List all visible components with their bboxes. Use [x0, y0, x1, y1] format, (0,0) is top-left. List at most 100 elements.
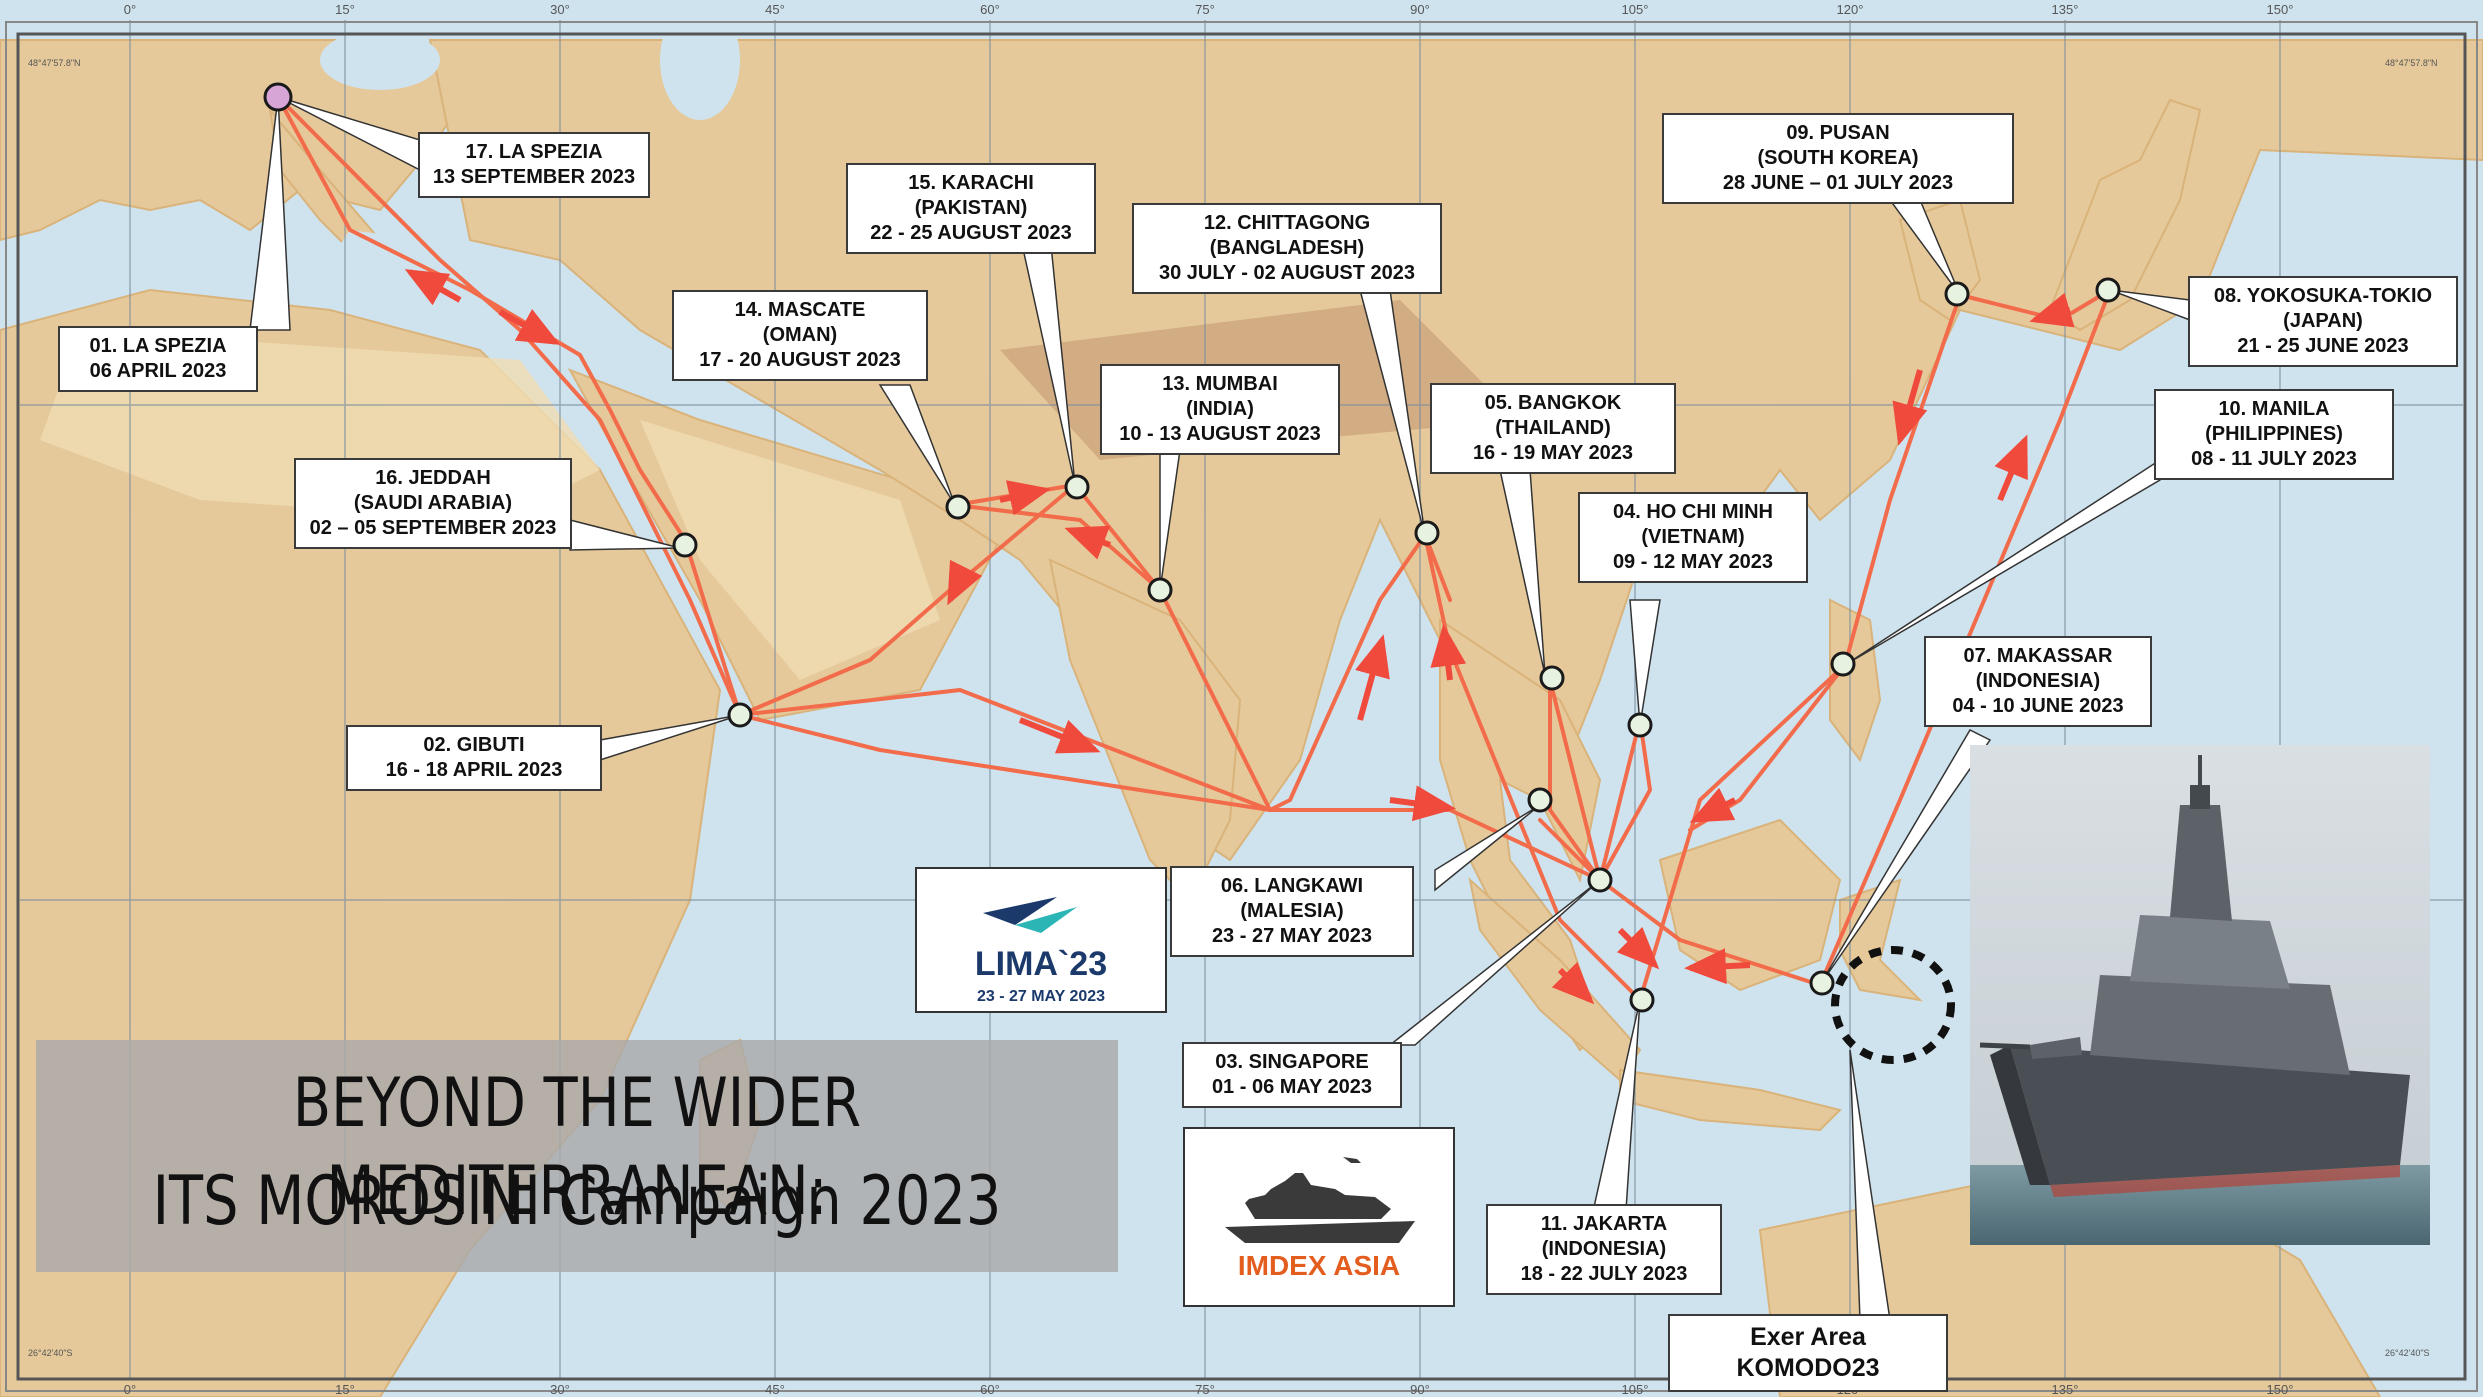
port-marker-makassar	[1809, 970, 1835, 996]
callout-line: 21 - 25 JUNE 2023	[2237, 335, 2409, 357]
callout-la-spezia-end: 17. LA SPEZIA 13 SEPTEMBER 2023	[418, 132, 650, 198]
callout-line: 16 - 18 APRIL 2023	[385, 759, 563, 781]
port-marker-jeddah	[672, 532, 698, 558]
callout-line: (INDONESIA)	[1541, 1238, 1667, 1260]
lon-label: 105°	[1622, 1382, 1649, 1397]
lon-label: 45°	[765, 1382, 785, 1397]
callout-line: (SOUTH KOREA)	[1757, 147, 1919, 169]
callout-line: (MALESIA)	[1240, 900, 1344, 922]
lon-label: 45°	[765, 2, 785, 17]
lon-label: 90°	[1410, 1382, 1430, 1397]
callout-line: 07. MAKASSAR	[1963, 645, 2113, 667]
callout-line: 22 - 25 AUGUST 2023	[870, 222, 1072, 244]
leader-lines	[249, 96, 2191, 1321]
route-arrows	[404, 269, 2075, 1005]
port-marker-singapore	[1587, 867, 1613, 893]
lon-label: 135°	[2052, 1382, 2079, 1397]
imdex-ship-icon: IMDEX ASIA	[1225, 1157, 1415, 1281]
callout-line: (INDIA)	[1186, 398, 1254, 420]
callout-line: 08. YOKOSUKA-TOKIO	[2213, 285, 2433, 307]
callout-line: 09 - 12 MAY 2023	[1612, 551, 1774, 573]
port-marker-mumbai	[1147, 577, 1173, 603]
port-marker-chittagong	[1414, 520, 1440, 546]
callout-jeddah: 16. JEDDAH (SAUDI ARABIA) 02 – 05 SEPTEM…	[294, 458, 572, 549]
campaign-title-line-1: BEYOND THE WIDER MEDITERRANEAN:	[292, 1064, 862, 1231]
callout-line: 01. LA SPEZIA	[89, 335, 227, 357]
imdex-asia-logo: IMDEX ASIA	[1183, 1127, 1455, 1307]
campaign-title-panel: BEYOND THE WIDER MEDITERRANEAN: ITS MORO…	[36, 1040, 1118, 1272]
lon-label: 150°	[2267, 2, 2294, 17]
callout-line: (PAKISTAN)	[914, 197, 1028, 219]
callout-line: 03. SINGAPORE	[1215, 1051, 1369, 1073]
callout-exer-area-komodo: Exer Area KOMODO23	[1668, 1314, 1948, 1392]
callout-line: 18 - 22 JULY 2023	[1520, 1263, 1688, 1285]
callout-line: 04 - 10 JUNE 2023	[1952, 695, 2124, 717]
ship-photo	[1970, 745, 2430, 1245]
lon-label: 0°	[124, 1382, 136, 1397]
port-marker-gibuti	[727, 702, 753, 728]
callout-line: 15. KARACHI	[908, 172, 1034, 194]
lima-plane-icon: LIMA`23 23 - 27 MAY 2023	[975, 897, 1107, 1005]
callout-line: 17 - 20 AUGUST 2023	[699, 349, 901, 371]
callout-ho-chi-minh: 04. HO CHI MINH (VIETNAM) 09 - 12 MAY 20…	[1578, 492, 1808, 583]
callout-line: 16. JEDDAH	[375, 467, 491, 489]
callout-mascate: 14. MASCATE (OMAN) 17 - 20 AUGUST 2023	[672, 290, 928, 381]
callout-pusan: 09. PUSAN (SOUTH KOREA) 28 JUNE – 01 JUL…	[1662, 113, 2014, 204]
lon-label: 30°	[550, 1382, 570, 1397]
lima-logo-dates: 23 - 27 MAY 2023	[977, 988, 1105, 1005]
map-frame	[16, 32, 2467, 1381]
coord-label: 26°42'40"S	[2385, 1348, 2430, 1358]
callout-singapore: 03. SINGAPORE 01 - 06 MAY 2023	[1182, 1042, 1402, 1108]
callout-line: 01 - 06 MAY 2023	[1211, 1076, 1373, 1098]
callout-line: 28 JUNE – 01 JULY 2023	[1722, 172, 1954, 194]
callout-line: (BANGLADESH)	[1209, 237, 1365, 259]
callout-la-spezia-start: 01. LA SPEZIA 06 APRIL 2023	[58, 326, 258, 392]
map-frame-outer	[5, 21, 2478, 1392]
callout-makassar: 07. MAKASSAR (INDONESIA) 04 - 10 JUNE 20…	[1924, 636, 2152, 727]
callout-manila: 10. MANILA (PHILIPPINES) 08 - 11 JULY 20…	[2154, 389, 2394, 480]
lima-logo-name: LIMA`23	[975, 945, 1107, 983]
lima-23-logo: LIMA`23 23 - 27 MAY 2023	[915, 867, 1167, 1013]
callout-line: 06 APRIL 2023	[89, 360, 227, 382]
callout-line: KOMODO23	[1736, 1354, 1880, 1382]
callout-line: (INDONESIA)	[1975, 670, 2101, 692]
coord-label: 48°47'57.8"N	[28, 58, 81, 68]
lon-label: 75°	[1195, 1382, 1215, 1397]
campaign-title-line-2: ITS MOROSINI Campaign 2023	[152, 1162, 1002, 1241]
port-markers	[263, 82, 2121, 1013]
callout-line: (JAPAN)	[2283, 310, 2363, 332]
lon-label: 15°	[335, 1382, 355, 1397]
callout-line: 12. CHITTAGONG	[1203, 212, 1371, 234]
lon-label: 150°	[2267, 1382, 2294, 1397]
callout-karachi: 15. KARACHI (PAKISTAN) 22 - 25 AUGUST 20…	[846, 163, 1096, 254]
lon-label: 0°	[124, 2, 136, 17]
port-marker-pusan	[1944, 281, 1970, 307]
callout-line: 06. LANGKAWI	[1220, 875, 1364, 897]
callout-bangkok: 05. BANGKOK (THAILAND) 16 - 19 MAY 2023	[1430, 383, 1676, 474]
callout-line: (VIETNAM)	[1641, 526, 1745, 548]
callout-line: (THAILAND)	[1495, 417, 1611, 439]
callout-chittagong: 12. CHITTAGONG (BANGLADESH) 30 JULY - 02…	[1132, 203, 1442, 294]
callout-line: 10 - 13 AUGUST 2023	[1119, 423, 1321, 445]
lon-label: 120°	[1837, 2, 1864, 17]
callout-jakarta: 11. JAKARTA (INDONESIA) 18 - 22 JULY 202…	[1486, 1204, 1722, 1295]
callout-langkawi: 06. LANGKAWI (MALESIA) 23 - 27 MAY 2023	[1170, 866, 1414, 957]
exer-area-komodo-circle	[1831, 946, 1955, 1064]
callout-line: 16 - 19 MAY 2023	[1472, 442, 1634, 464]
lon-label: 15°	[335, 2, 355, 17]
port-marker-yokosuka	[2095, 277, 2121, 303]
callout-line: 04. HO CHI MINH	[1612, 501, 1774, 523]
corner-coordinates: 48°47'57.8"N 48°47'57.8"N 26°42'40"S 26°…	[28, 58, 2438, 1358]
callout-line: 11. JAKARTA	[1540, 1213, 1668, 1235]
port-marker-karachi	[1064, 474, 1090, 500]
callout-line: 23 - 27 MAY 2023	[1211, 925, 1373, 947]
callout-line: 02. GIBUTI	[423, 734, 525, 756]
callout-line: 13. MUMBAI	[1162, 373, 1278, 395]
port-marker-langkawi	[1527, 787, 1553, 813]
port-marker-ho-chi-minh	[1627, 712, 1653, 738]
lon-label: 135°	[2052, 2, 2079, 17]
callout-line: 13 SEPTEMBER 2023	[432, 166, 636, 188]
callout-line: (OMAN)	[762, 324, 838, 346]
port-marker-manila	[1830, 651, 1856, 677]
callout-line: 14. MASCATE	[734, 299, 866, 321]
